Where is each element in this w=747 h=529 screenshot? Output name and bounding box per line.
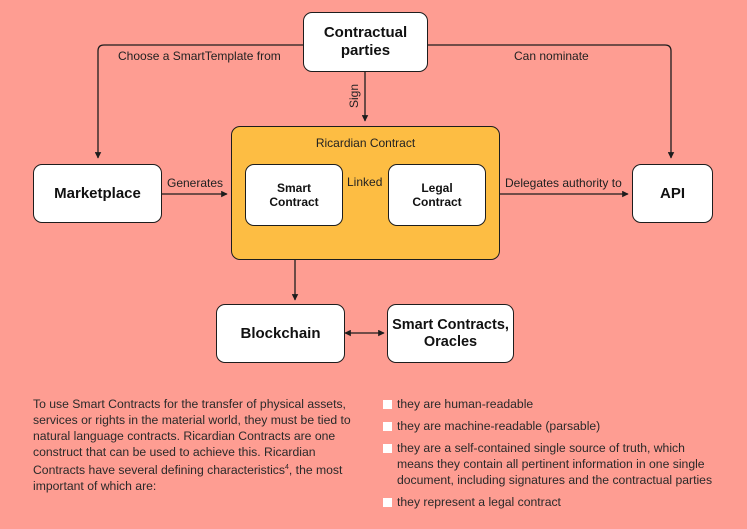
list-item: they are a self-contained single source … [383,440,723,488]
edge-label-linked: Linked [347,175,383,189]
smart-contracts-oracles-label: Smart Contracts, Oracles [392,316,509,350]
smart-contract-label: Smart Contract [269,181,319,209]
api-label: API [659,185,685,202]
edge-label-nominate: Can nominate [514,49,589,63]
edge-label-generates: Generates [167,176,224,190]
bullet-square-icon [383,444,392,453]
list-item-text: they represent a legal contract [397,495,561,509]
edge-label-delegates: Delegates authority to [505,176,622,190]
blockchain-node: Blockchain [216,304,345,363]
list-item: they represent a legal contract [383,494,723,510]
smart-contract-node: Smart Contract [245,164,343,226]
intro-paragraph-text: To use Smart Contracts for the transfer … [33,397,351,478]
intro-paragraph: To use Smart Contracts for the transfer … [33,396,363,494]
footnote-marker: 4 [285,464,289,471]
list-item-text: they are machine-readable (parsable) [397,419,601,433]
legal-contract-label: Legal Contract [412,181,462,209]
intro-paragraph-end: , the most important of which are: [33,463,343,494]
smart-contracts-oracles-node: Smart Contracts, Oracles [387,304,514,363]
contractual-parties-node: Contractual parties [303,12,428,72]
marketplace-label: Marketplace [54,185,141,202]
edge-label-choose: Choose a SmartTemplate from [118,49,281,63]
legal-contract-node: Legal Contract [388,164,486,226]
characteristics-list: they are human-readable they are machine… [383,396,723,516]
list-item: they are machine-readable (parsable) [383,418,723,434]
bullet-square-icon [383,422,392,431]
bullet-square-icon [383,498,392,507]
list-item-text: they are a self-contained single source … [397,441,713,487]
marketplace-node: Marketplace [33,164,162,223]
edge-label-sign: Sign [347,83,362,109]
edge-choose-marketplace [94,44,303,159]
api-node: API [632,164,713,223]
list-item-text: they are human-readable [397,397,534,411]
contractual-parties-label: Contractual parties [323,24,408,59]
edge-nominate-api [427,44,675,159]
list-item: they are human-readable [383,396,723,412]
blockchain-label: Blockchain [240,325,321,342]
ricardian-contract-title: Ricardian Contract [315,136,416,150]
bullet-square-icon [383,400,392,409]
